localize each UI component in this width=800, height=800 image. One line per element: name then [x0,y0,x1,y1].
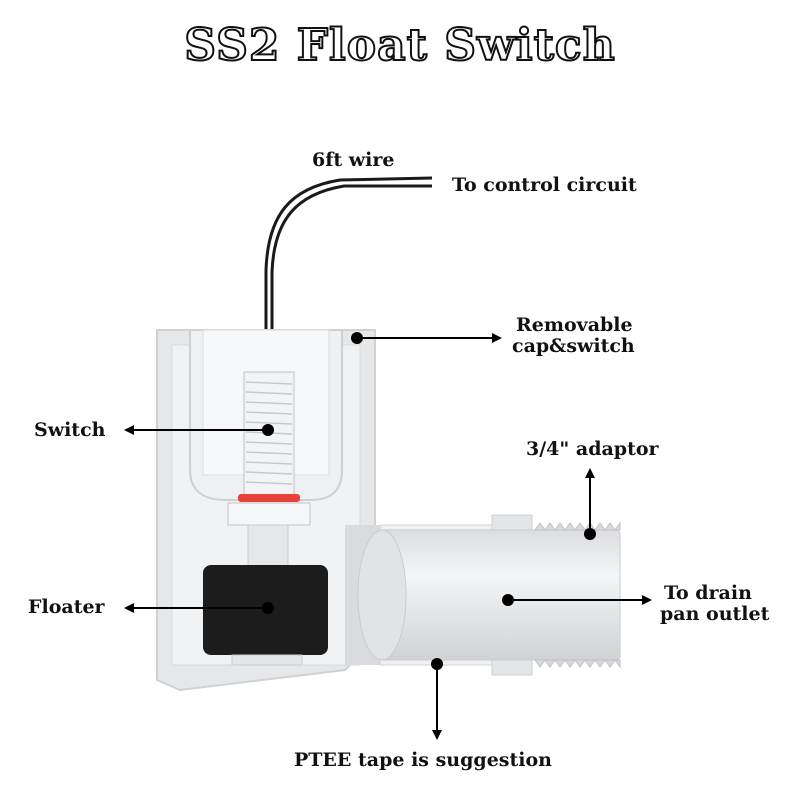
switch-label: Switch [34,419,106,441]
adaptor-label: 3/4" adaptor [526,438,659,460]
removable-cap-label-2: cap&switch [512,335,635,357]
drain-label-2: pan outlet [660,603,770,625]
tape-label: PTEE tape is suggestion [294,749,552,771]
seal-ring [238,494,300,502]
control-circuit-label: To control circuit [452,174,637,196]
removable-cap-label-1: Removable [516,314,633,336]
outlet-pipe [345,514,621,676]
floater-label: Floater [28,596,105,618]
diagram-title: SS2 Float Switch [183,19,616,72]
callout-arrows [124,332,652,740]
wire-cable [264,176,433,372]
wire-label: 6ft wire [312,149,395,171]
drain-label-1: To drain [664,582,752,604]
switch-stem [227,371,311,571]
